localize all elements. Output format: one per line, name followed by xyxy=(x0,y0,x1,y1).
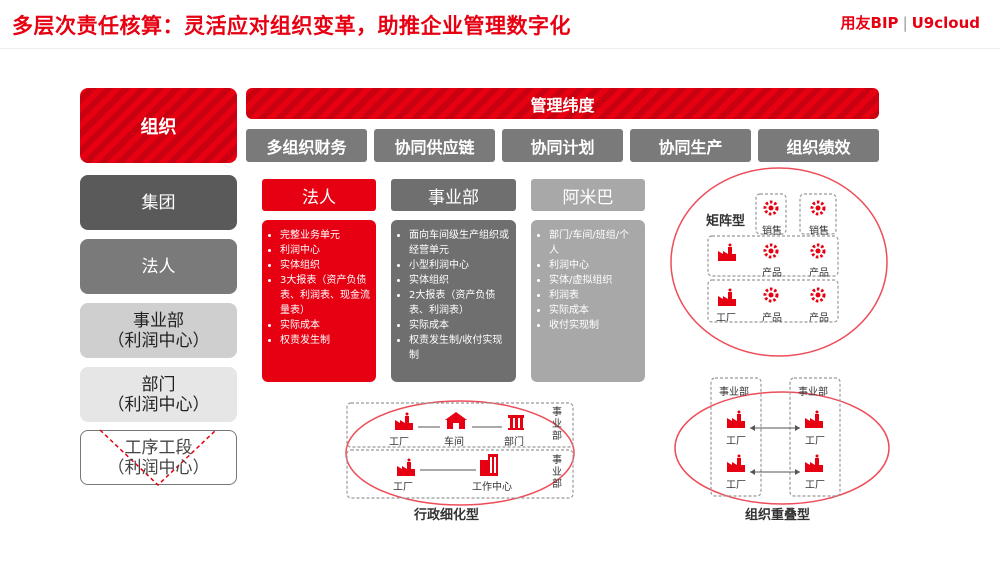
list-item: 利润表 xyxy=(549,288,639,303)
org-header: 组织 xyxy=(80,88,237,163)
level-group: 集团 xyxy=(80,175,237,230)
model-legal-entity-list: 完整业务单元 利润中心 实体组织 3大报表（资产负债表、利润表、现金流量表） 实… xyxy=(262,220,376,382)
model-division-title: 事业部 xyxy=(391,179,516,211)
list-item: 小型利润中心 xyxy=(409,258,510,273)
level-process-section: 工序工段 （利润中心） xyxy=(80,430,237,485)
list-item: 完整业务单元 xyxy=(280,228,370,243)
model-amoeba-list: 部门/车间/班组/个人 利润中心 实体/虚拟组织 利润表 实际成本 收付实现制 xyxy=(531,220,645,382)
list-item: 利润中心 xyxy=(280,243,370,258)
list-item: 实际成本 xyxy=(280,318,370,333)
list-item: 部门/车间/班组/个人 xyxy=(549,228,639,258)
level-sublabel: （利润中心） xyxy=(107,330,210,351)
brand-separator: | xyxy=(902,14,908,32)
admin-workcenter-label: 工作中心 xyxy=(472,482,512,493)
overlap-ellipse xyxy=(674,391,890,505)
list-item: 2大报表（资产负债表、利润表） xyxy=(409,288,510,318)
dimension-multi-org-finance: 多组织财务 xyxy=(246,129,367,162)
model-legal-entity-title: 法人 xyxy=(262,179,376,211)
overlap-division-label: 事业部 xyxy=(798,387,828,398)
list-item: 实体组织 xyxy=(280,258,370,273)
admin-division-label: 事业部 xyxy=(552,455,562,490)
matrix-product-label: 产品 xyxy=(809,268,829,279)
brand-bip: 用友BIP xyxy=(840,14,899,32)
admin-workshop-label: 车间 xyxy=(444,437,464,448)
level-label: 事业部 xyxy=(133,310,184,331)
model-amoeba-title: 阿米巴 xyxy=(531,179,645,211)
list-item: 实体组织 xyxy=(409,273,510,288)
model-division-list: 面向车间级生产组织或经营单元 小型利润中心 实体组织 2大报表（资产负债表、利润… xyxy=(391,220,516,382)
header-divider xyxy=(0,48,1000,49)
matrix-product-label: 产品 xyxy=(762,313,782,324)
level-division: 事业部 （利润中心） xyxy=(80,303,237,358)
matrix-product-label: 产品 xyxy=(809,313,829,324)
list-item: 收付实现制 xyxy=(549,318,639,333)
list-item: 面向车间级生产组织或经营单元 xyxy=(409,228,510,258)
brand-logo: 用友BIP|U9cloud xyxy=(841,12,980,33)
matrix-factory-label: 工厂 xyxy=(716,313,736,324)
level-sublabel: （利润中心） xyxy=(107,457,210,478)
admin-factory-label: 工厂 xyxy=(393,482,413,493)
level-legal-entity: 法人 xyxy=(80,239,237,294)
matrix-title: 矩阵型 xyxy=(706,214,746,229)
level-label: 部门 xyxy=(141,374,176,395)
dimension-supply-chain: 协同供应链 xyxy=(374,129,495,162)
level-label: 工序工段 xyxy=(124,437,193,458)
admin-caption: 行政细化型 xyxy=(414,508,480,523)
matrix-ellipse xyxy=(670,167,888,357)
dimension-production: 协同生产 xyxy=(630,129,751,162)
list-item: 利润中心 xyxy=(549,258,639,273)
page-title: 多层次责任核算：灵活应对组织变革，助推企业管理数字化 xyxy=(12,14,571,38)
matrix-sales-label: 销售 xyxy=(762,226,782,237)
level-label: 法人 xyxy=(141,256,176,277)
brand-cloud: U9cloud xyxy=(911,14,980,32)
list-item: 权责发生制/收付实现制 xyxy=(409,333,510,363)
dimension-planning: 协同计划 xyxy=(502,129,623,162)
overlap-caption: 组织重叠型 xyxy=(745,508,811,523)
admin-department-label: 部门 xyxy=(504,437,524,448)
overlap-factory-label: 工厂 xyxy=(805,436,825,447)
list-item: 权责发生制 xyxy=(280,333,370,348)
admin-division-label: 事业部 xyxy=(552,407,562,442)
list-item: 实体/虚拟组织 xyxy=(549,273,639,288)
overlap-factory-label: 工厂 xyxy=(805,480,825,491)
overlap-factory-label: 工厂 xyxy=(726,480,746,491)
overlap-division-label: 事业部 xyxy=(719,387,749,398)
list-item: 实际成本 xyxy=(409,318,510,333)
matrix-sales-label: 销售 xyxy=(809,226,829,237)
level-label: 集团 xyxy=(141,192,176,213)
management-dimension-title: 管理纬度 xyxy=(246,88,879,119)
admin-factory-label: 工厂 xyxy=(389,437,409,448)
dimension-performance: 组织绩效 xyxy=(758,129,879,162)
list-item: 3大报表（资产负债表、利润表、现金流量表） xyxy=(280,273,370,318)
matrix-product-label: 产品 xyxy=(762,268,782,279)
level-department: 部门 （利润中心） xyxy=(80,367,237,422)
level-sublabel: （利润中心） xyxy=(107,394,210,415)
overlap-factory-label: 工厂 xyxy=(726,436,746,447)
admin-ellipse xyxy=(345,400,575,506)
list-item: 实际成本 xyxy=(549,303,639,318)
